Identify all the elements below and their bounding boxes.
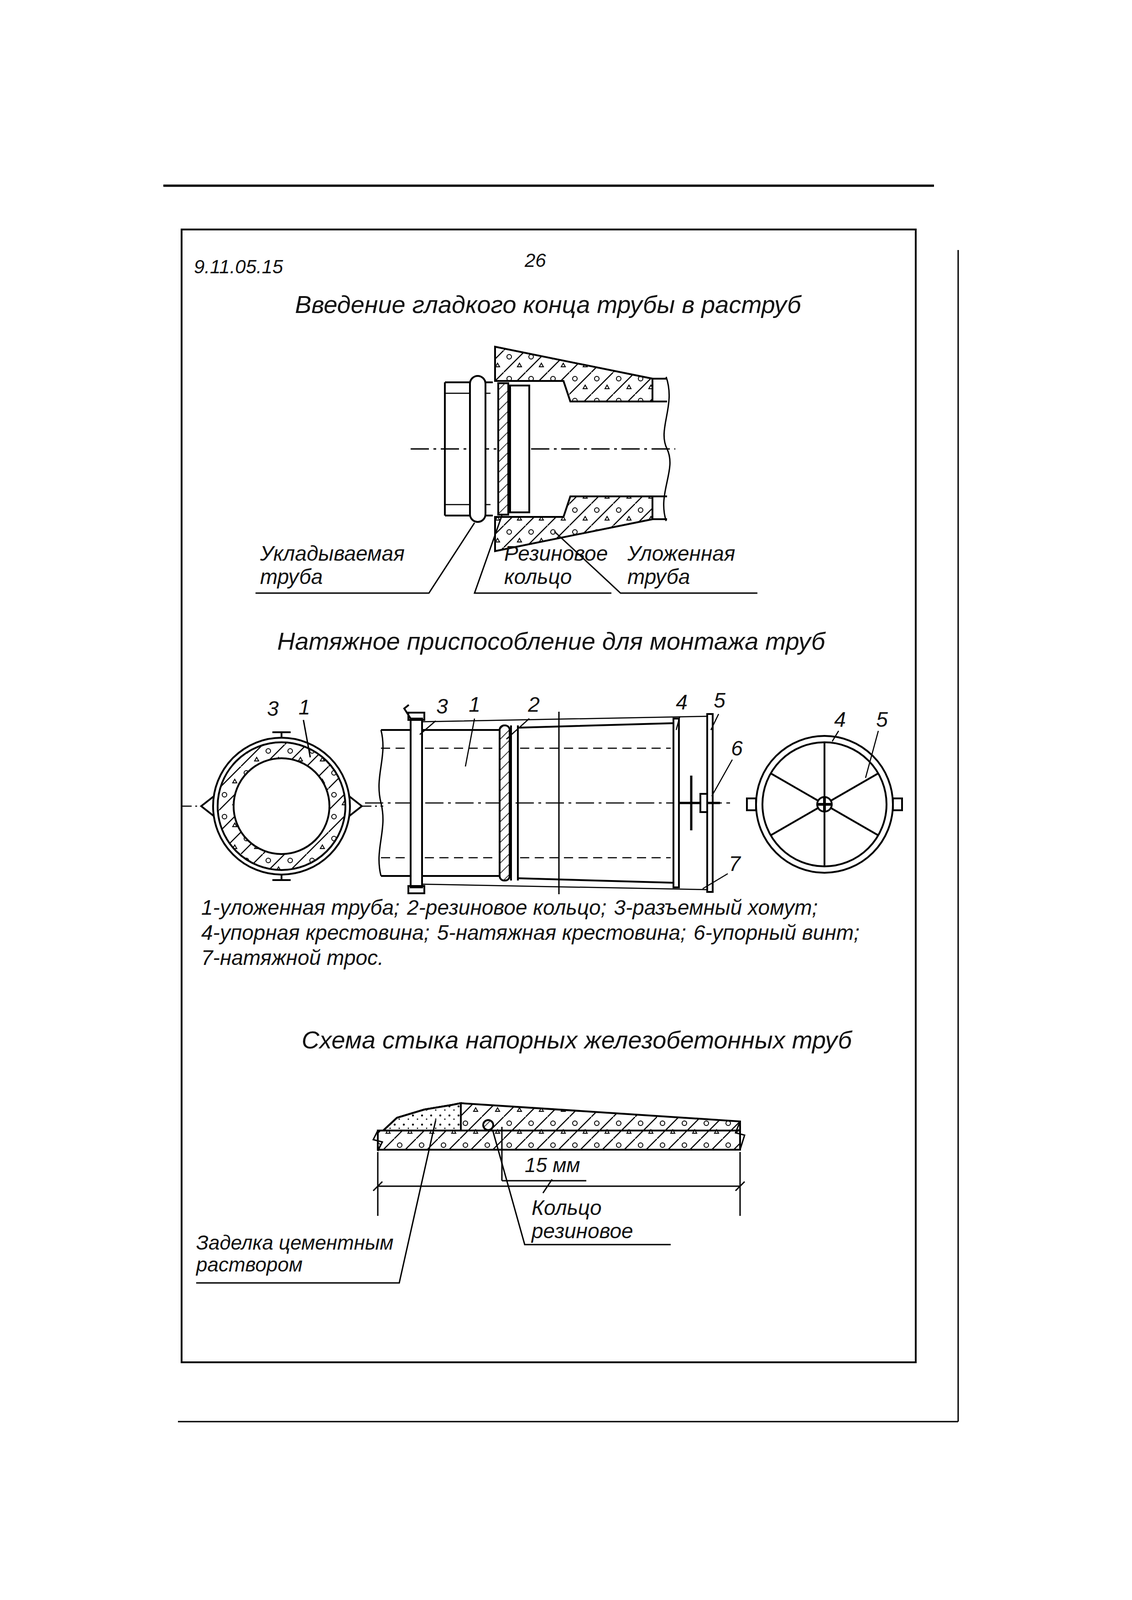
- crossbar-front-view: [832, 730, 879, 778]
- callout-number: 3: [266, 697, 279, 721]
- callout-number: 5: [713, 688, 726, 713]
- tension-device-side-view: [365, 704, 733, 895]
- legend-key: 1-уложенная труба;2-резиновое кольцо;3-р…: [201, 895, 904, 971]
- socket-insertion-figure: [469, 375, 486, 522]
- crossbar-front-view: [817, 797, 832, 812]
- callout-number: 1: [468, 693, 481, 717]
- sheet-code: 9.11.05.15: [193, 256, 283, 278]
- pressure-pipe-joint-figure: [383, 1103, 741, 1131]
- pressure-pipe-joint-figure: [501, 1126, 587, 1181]
- legend-entry: 6-упорный винт;: [693, 920, 860, 946]
- callout-number: 7: [728, 852, 741, 876]
- crossbar-front-view: [756, 735, 893, 873]
- tension-device-side-view: [499, 725, 510, 881]
- legend-entry: 2-резиновое кольцо;: [406, 895, 607, 921]
- crossbar-front-view: [770, 742, 879, 867]
- legend-entry: 1-уложенная труба;: [201, 895, 400, 921]
- dimension-label: 15 мм: [524, 1154, 581, 1177]
- callout-number: 2: [527, 693, 540, 717]
- part-label: Уложенная труба: [627, 542, 756, 589]
- tension-device-side-view: [558, 711, 560, 895]
- tension-device-side-view: [379, 730, 384, 877]
- part-label: Укладываемая труба: [260, 542, 429, 589]
- sheet-frame: [957, 250, 960, 1422]
- part-label: Заделка цементным раствором: [196, 1231, 397, 1277]
- tension-device-side-view: [520, 748, 671, 858]
- tension-device-side-view: [517, 723, 676, 883]
- crossbar-front-view: [746, 730, 903, 873]
- callout-number: 3: [436, 694, 449, 719]
- socket-insertion-figure: [255, 522, 475, 594]
- tension-device-side-view: [422, 716, 708, 890]
- tension-device-side-view: [673, 718, 679, 888]
- clamp-front-view: [303, 719, 311, 758]
- crossbar-front-view: [762, 742, 887, 867]
- callout-number: 4: [675, 690, 688, 715]
- clamp-front-view: [272, 732, 291, 881]
- clamp-front-view: [217, 742, 346, 871]
- socket-insertion-figure: [410, 448, 676, 450]
- socket-insertion-figure: [255, 346, 758, 594]
- sheet-frame: [177, 1421, 959, 1423]
- pressure-pipe-joint-figure: [373, 1121, 745, 1152]
- crossbar-front-view: [816, 796, 833, 813]
- pressure-pipe-joint-figure: [373, 1181, 745, 1191]
- callout-number: 5: [876, 708, 888, 732]
- drawing-heading: Введение гладкого конца трубы в раструб: [294, 291, 801, 319]
- pressure-pipe-joint-figure: [196, 1103, 745, 1284]
- socket-insertion-figure: [663, 376, 671, 522]
- pressure-pipe-joint-figure: [377, 1179, 741, 1194]
- part-label: Резиновое кольцо: [504, 542, 623, 589]
- clamp-front-view: [182, 805, 384, 808]
- section-heading: Натяжное приспособление для монтажа труб: [277, 627, 826, 655]
- pressure-pipe-joint-figure: [383, 1103, 461, 1131]
- clamp-front-view: [182, 719, 384, 881]
- sheet-frame: [163, 184, 934, 188]
- tension-device-side-view: [678, 775, 720, 831]
- crossbar-front-view: [746, 798, 757, 811]
- pressure-pipe-joint-figure: [483, 1120, 494, 1131]
- callout-number: 4: [834, 708, 846, 732]
- crossbar-front-view: [892, 798, 903, 811]
- sheet-frame: [181, 229, 916, 1363]
- socket-insertion-figure: [510, 385, 530, 513]
- tension-device-side-view: [700, 793, 708, 813]
- callout-number: 6: [730, 736, 743, 761]
- tension-device-side-view: [511, 725, 518, 881]
- sheet-frame: [163, 185, 959, 1422]
- part-label: Кольцо резиновое: [531, 1196, 669, 1243]
- legend-entry: 4-упорная крестовина;: [201, 920, 430, 946]
- legend-entry: 7-натяжной трос.: [201, 945, 384, 971]
- tension-device-side-view: [410, 718, 423, 888]
- legend-entry: 5-натяжная крестовина;: [437, 920, 687, 946]
- pressure-pipe-joint-figure: [196, 1120, 436, 1284]
- tension-device-side-view: [380, 748, 498, 858]
- clamp-front-view: [201, 796, 362, 817]
- callout-number: 1: [298, 695, 311, 720]
- pressure-pipe-joint-figure: [492, 1130, 671, 1245]
- page-number: 26: [524, 250, 547, 272]
- clamp-front-view: [213, 737, 350, 875]
- tension-device-side-view: [380, 730, 502, 877]
- socket-insertion-figure: [498, 383, 509, 515]
- socket-insertion-figure: [570, 378, 668, 520]
- section-heading: Схема стыка напорных железобетонных труб: [301, 1026, 852, 1054]
- legend-entry: 3-разъемный хомут;: [613, 895, 818, 921]
- tension-device-side-view: [419, 714, 733, 889]
